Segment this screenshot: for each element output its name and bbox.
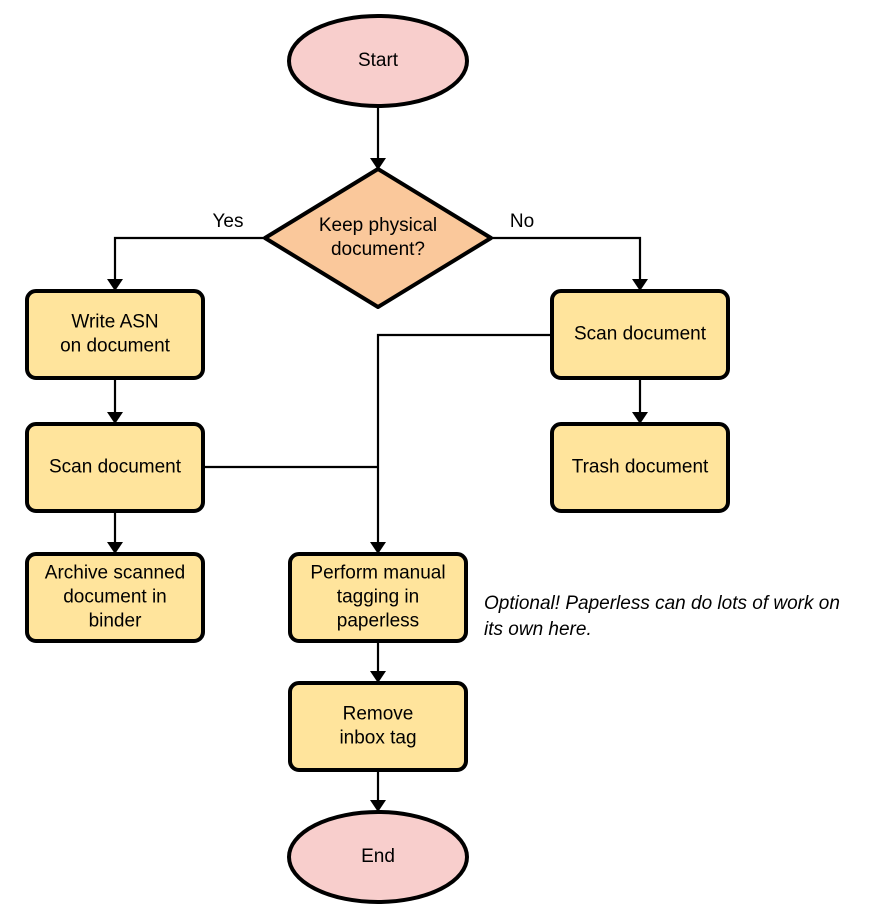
edge-line	[113, 236, 265, 284]
process-shape[interactable]	[288, 681, 468, 772]
terminator-shape[interactable]	[287, 810, 469, 904]
node-label: Trash document	[572, 457, 709, 478]
edge-arrowhead	[107, 412, 123, 424]
edge-arrowhead	[370, 800, 386, 812]
process-shape[interactable]	[550, 422, 730, 513]
edge-arrowhead	[107, 542, 123, 554]
edge-decision-no-to-scan-right: No	[491, 211, 648, 291]
node-label: Start	[358, 50, 399, 71]
edge-label-no: No	[510, 211, 534, 232]
process-shape[interactable]	[288, 552, 468, 643]
edge-arrowhead	[107, 279, 123, 291]
node-start[interactable]: Start	[287, 14, 469, 108]
process-shape[interactable]	[25, 289, 205, 380]
node-scan-document-left[interactable]: Scan document	[25, 422, 205, 513]
node-end[interactable]: End	[287, 810, 469, 904]
process-shape[interactable]	[25, 552, 205, 643]
edge-line	[491, 236, 642, 284]
edge-scan-right-to-manual-tagging	[370, 333, 552, 554]
edge-write-asn-to-scan-left	[107, 378, 123, 424]
edge-arrowhead	[370, 542, 386, 554]
annotations-layer: Optional! Paperless can do lots of work …	[484, 593, 840, 640]
node-label: Scan document	[574, 324, 707, 345]
decision-shape[interactable]	[263, 167, 493, 309]
node-label: Scan document	[49, 457, 182, 478]
edge-arrowhead	[370, 671, 386, 683]
process-shape[interactable]	[550, 289, 730, 380]
node-scan-document-right[interactable]: Scan document	[550, 289, 730, 380]
edge-scan-right-to-trash	[632, 378, 648, 424]
terminator-shape[interactable]	[287, 14, 469, 108]
edge-arrowhead	[632, 279, 648, 291]
node-trash-document[interactable]: Trash document	[550, 422, 730, 513]
edges-layer: Yes No	[107, 106, 648, 812]
edge-arrowhead	[370, 158, 386, 170]
edge-line	[376, 333, 552, 547]
edge-manual-tagging-to-remove-inbox	[370, 641, 386, 683]
edge-scan-left-to-archive	[107, 511, 123, 554]
edge-start-to-decision	[370, 106, 386, 170]
node-label: End	[361, 846, 395, 867]
edge-arrowhead	[632, 412, 648, 424]
edge-decision-yes-to-write-asn: Yes	[107, 211, 265, 291]
annotation-optional-note: Optional! Paperless can do lots of work …	[484, 593, 840, 640]
edge-label-yes: Yes	[213, 211, 244, 232]
edge-remove-inbox-to-end	[370, 770, 386, 812]
process-shape[interactable]	[25, 422, 205, 513]
